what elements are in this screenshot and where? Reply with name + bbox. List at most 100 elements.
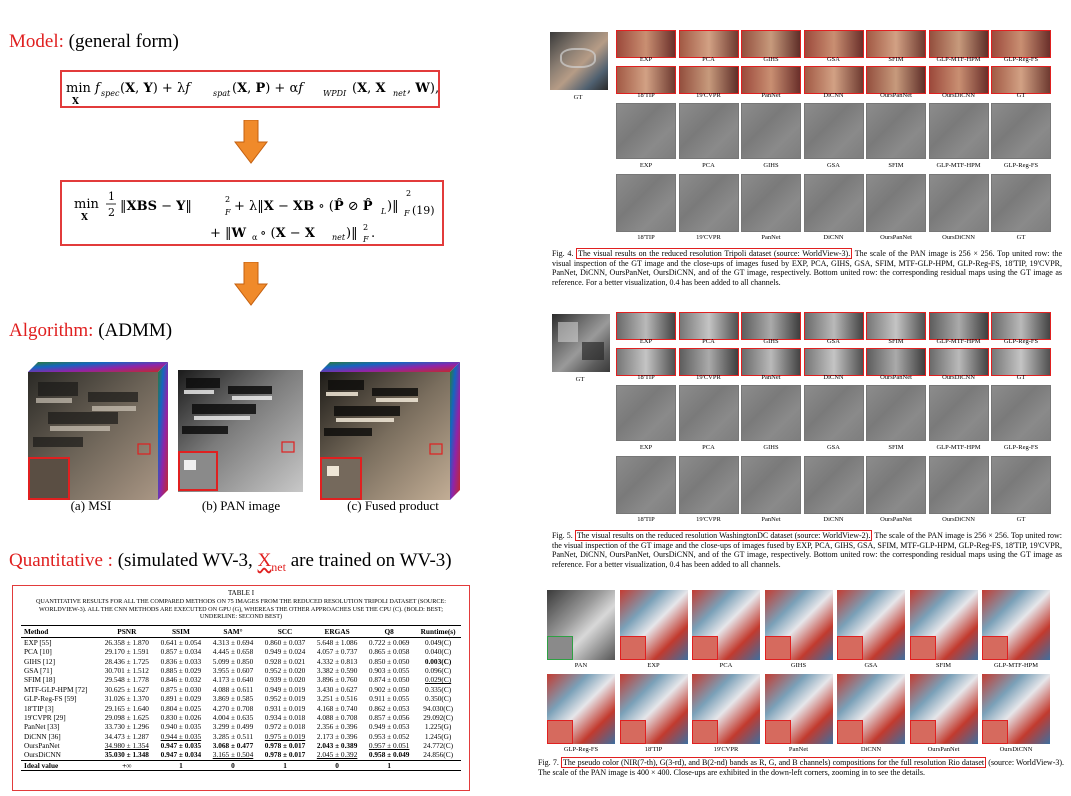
table-cell: 4.004 ± 0.635 xyxy=(212,712,254,722)
fused-cube-image xyxy=(320,362,465,502)
fig-residual-map xyxy=(741,456,801,514)
table-cell: 1.225(G) xyxy=(424,722,452,732)
fig-closeup-thumb xyxy=(616,312,676,340)
svg-text:f: f xyxy=(94,81,102,96)
table-cell: 2.045 ± 0.392 xyxy=(316,750,358,760)
table-cell: 19'CVPR [29] xyxy=(24,712,66,722)
fig-method-label: OursPanNet xyxy=(880,92,912,99)
table-cell: DiCNN [36] xyxy=(24,731,61,741)
table-cell: 0 xyxy=(206,759,260,772)
fig7-caption: Fig. 7. The pseudo color (NIR(7-th), G(3… xyxy=(538,757,1064,777)
table-cell: 0.957 ± 0.051 xyxy=(368,741,410,751)
svg-text:1: 1 xyxy=(108,190,115,203)
fig-method-label: GT xyxy=(1016,92,1026,99)
fig-residual-map xyxy=(803,385,864,441)
fig7-image xyxy=(547,590,615,660)
svg-text:+ ‖W: + ‖W xyxy=(210,226,247,241)
table-cell: 0.040(C) xyxy=(425,647,452,657)
caption-msi: (a) MSI xyxy=(70,498,112,513)
fig4-caption-rest: The scale of the PAN image is 256 × 256.… xyxy=(552,249,1063,287)
fig-method-label: EXP xyxy=(639,56,653,63)
table-cell: 0.931 ± 0.019 xyxy=(264,703,306,713)
fig-method-label: SFIM xyxy=(888,338,904,345)
fig-residual-map xyxy=(991,456,1051,514)
fig-closeup-thumb xyxy=(678,348,739,376)
fig-residual-map xyxy=(991,103,1051,159)
fig-method-label: 19'CVPR xyxy=(696,516,721,523)
table-cell: GIHS [12] xyxy=(24,656,56,666)
fig-closeup-thumb xyxy=(803,30,864,58)
fig-method-label: 19'CVPR xyxy=(696,234,721,241)
pan-graphic xyxy=(178,370,303,492)
fig-method-label: GIHS xyxy=(763,338,779,345)
table-cell: 5.099 ± 0.850 xyxy=(212,656,254,666)
fig-method-label: EXP xyxy=(639,338,653,345)
svg-text:F: F xyxy=(224,208,231,217)
table-subtitle: QUANTITATIVE RESULTS FOR ALL THE COMPARE… xyxy=(35,598,447,621)
svg-text:(X, Y) + λf: (X, Y) + λf xyxy=(120,81,192,96)
table-cell: 30.625 ± 1.627 xyxy=(104,684,149,694)
svg-text:net: net xyxy=(332,233,346,242)
fig-closeup-thumb xyxy=(803,312,864,340)
table-cell: 0.903 ± 0.055 xyxy=(368,666,410,676)
fig-method-label: GSA xyxy=(826,56,840,63)
table-cell: GSA [71] xyxy=(24,666,53,676)
fig-method-label: GT xyxy=(1016,516,1026,523)
table-cell: 3.896 ± 0.760 xyxy=(316,675,358,685)
table-header-cell: SSIM xyxy=(154,624,207,638)
table-cell: PCA [10] xyxy=(24,647,52,657)
fig7-closeup xyxy=(764,720,791,744)
table-cell: 1 xyxy=(154,759,207,772)
fig-method-label: PCA xyxy=(719,662,733,669)
fig-method-label: GSA xyxy=(826,444,840,451)
fig-closeup-thumb xyxy=(991,312,1051,340)
fig-residual-map xyxy=(991,385,1051,441)
svg-text:(X, X: (X, X xyxy=(352,81,386,96)
table-cell: 0.928 ± 0.021 xyxy=(264,656,306,666)
fig-method-label: 18'TIP xyxy=(644,746,663,753)
fig-residual-map xyxy=(803,456,864,514)
table-cell: 0.947 ± 0.035 xyxy=(160,741,202,751)
fig-closeup-thumb xyxy=(866,66,926,94)
caption-fused: (c) Fused product xyxy=(347,498,439,513)
fig-method-label: DiCNN xyxy=(860,746,882,753)
fig-method-label: GIHS xyxy=(763,162,779,169)
table-cell: 24.856(C) xyxy=(423,750,453,760)
fig-closeup-thumb xyxy=(866,30,926,58)
table-cell: 4.270 ± 0.708 xyxy=(212,703,254,713)
fig7-closeup xyxy=(837,636,863,660)
fig7-closeup xyxy=(837,720,863,744)
table-cell: 0.978 ± 0.017 xyxy=(264,750,306,760)
fig-method-label: GIHS xyxy=(763,444,779,451)
fig-method-label: EXP xyxy=(639,162,653,169)
svg-text:L: L xyxy=(380,207,386,216)
fig-method-label: 18'TIP xyxy=(637,92,655,99)
table-cell: 0.944 ± 0.035 xyxy=(160,731,202,741)
fig-method-label: GLP-Reg-FS xyxy=(563,746,599,753)
svg-text:)‖: )‖ xyxy=(346,226,358,241)
fig5-caption-rest: The scale of the PAN image is 256 × 256.… xyxy=(552,531,1063,569)
fig-method-label: GLP-MTF-HPM xyxy=(936,162,981,169)
fig-method-label: OursDiCNN xyxy=(942,516,975,523)
table-cell: 4.332 ± 0.813 xyxy=(316,656,358,666)
svg-text:min: min xyxy=(74,197,99,212)
svg-text:2: 2 xyxy=(406,189,411,198)
table-cell: 0.975 ± 0.019 xyxy=(264,731,306,741)
fig7-image xyxy=(837,590,905,660)
fig7-closeup xyxy=(692,720,718,744)
fig-method-label: SFIM xyxy=(888,162,904,169)
model-heading: Model: (general form) xyxy=(9,31,179,53)
table-cell: 2.173 ± 0.396 xyxy=(316,731,358,741)
fig-method-label: 18'TIP xyxy=(637,516,655,523)
table-cell: 0.891 ± 0.029 xyxy=(160,694,202,704)
fig5-gt-label: GT xyxy=(575,376,585,383)
fig-method-label: DiCNN xyxy=(823,374,844,381)
fig-method-label: SFIM xyxy=(888,444,904,451)
fig-residual-map xyxy=(803,103,864,159)
